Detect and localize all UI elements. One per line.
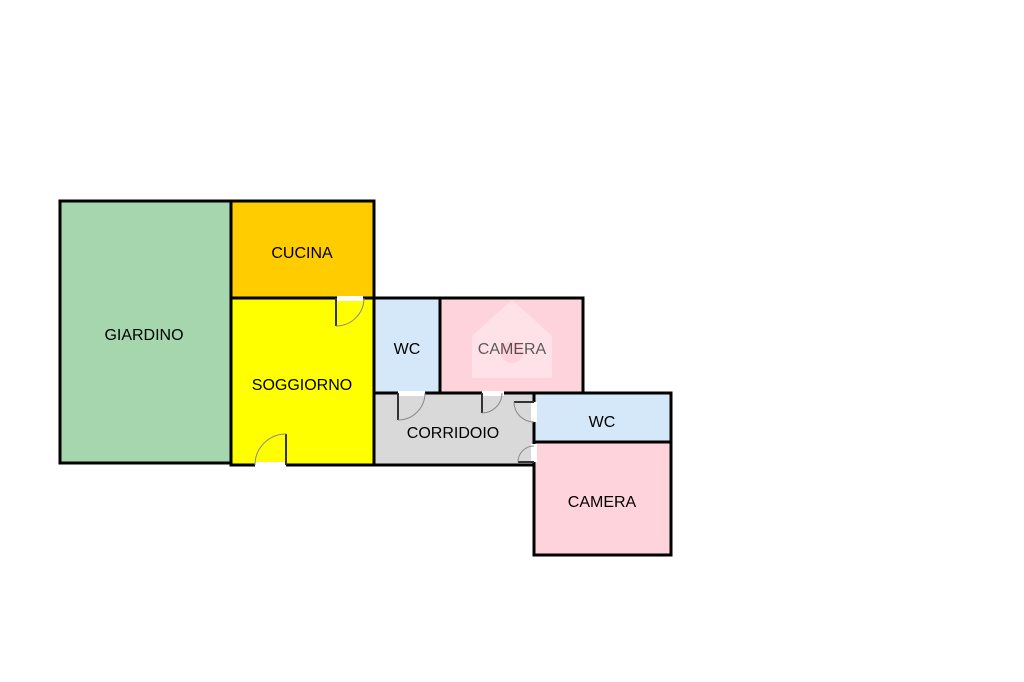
room-corridoio-fill xyxy=(374,393,534,465)
room-giardino-label: GIARDINO xyxy=(104,327,183,344)
room-cucina-fill xyxy=(231,201,374,298)
watermark-house-icon xyxy=(472,300,552,378)
door-opening xyxy=(531,444,537,462)
watermark-logo xyxy=(472,300,552,378)
door-opening xyxy=(398,391,425,396)
room-wc-right-label: WC xyxy=(589,414,616,431)
room-camera-right-wall xyxy=(532,440,673,557)
room-corridoio: CORRIDOIO xyxy=(372,391,536,467)
room-camera-top-label: CAMERA xyxy=(478,341,547,358)
door-cucina-soggiorno xyxy=(335,296,365,327)
room-soggiorno-fill xyxy=(231,298,374,465)
door-swing-arc xyxy=(335,297,365,327)
room-camera-top-fill xyxy=(440,298,583,393)
room-wc-top-fill xyxy=(374,298,440,393)
room-camera-right-fill xyxy=(534,442,671,555)
room-corridoio-label: CORRIDOIO xyxy=(407,425,499,442)
door-wc-right xyxy=(513,401,537,423)
door-swing-arc xyxy=(517,445,535,463)
watermark-circle xyxy=(501,341,523,363)
room-wc-top: WC xyxy=(372,296,442,395)
room-camera-right-label: CAMERA xyxy=(568,494,637,511)
door-swing-arc xyxy=(254,433,287,466)
room-wc-right-fill xyxy=(534,393,671,442)
room-soggiorno: SOGGIORNO xyxy=(229,296,376,467)
door-camera-top xyxy=(481,391,504,414)
room-giardino-fill xyxy=(60,201,231,463)
door-swing-arc xyxy=(481,392,503,414)
room-wc-top-label: WC xyxy=(394,341,421,358)
door-camera-right xyxy=(517,444,537,463)
room-cucina: CUCINA xyxy=(229,199,376,300)
door-swing-arc xyxy=(513,401,535,423)
room-camera-right: CAMERA xyxy=(532,440,673,557)
room-cucina-label: CUCINA xyxy=(271,245,333,262)
door-entrance xyxy=(254,433,287,468)
room-camera-top: CAMERA xyxy=(438,296,585,395)
door-wc-top xyxy=(397,391,426,421)
door-opening xyxy=(482,391,504,396)
door-opening xyxy=(255,462,286,468)
door-swing-arc xyxy=(397,392,426,421)
room-soggiorno-label: SOGGIORNO xyxy=(252,377,352,394)
room-wc-right: WC xyxy=(532,391,673,444)
door-opening xyxy=(531,402,537,422)
room-giardino: GIARDINO xyxy=(58,199,233,465)
door-opening xyxy=(337,296,363,301)
